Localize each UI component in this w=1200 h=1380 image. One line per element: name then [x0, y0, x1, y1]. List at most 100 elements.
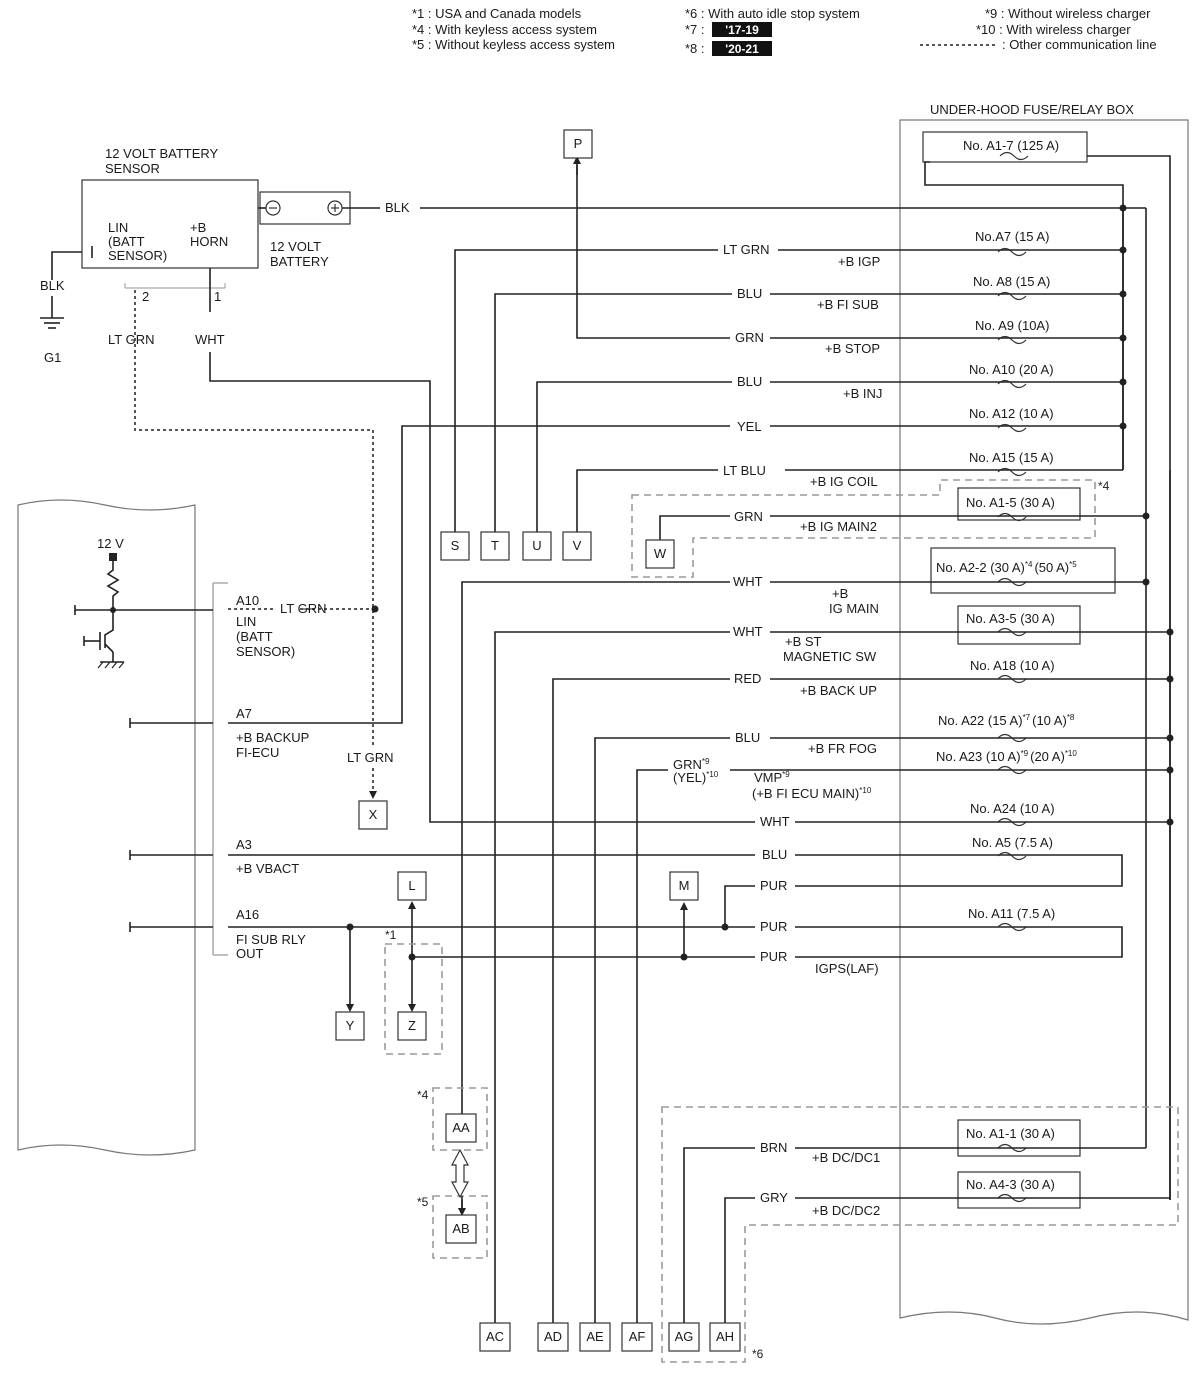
fuse-a2-2-box: [930, 547, 1116, 594]
fuse-a7: No.A7 (15 A): [975, 229, 1049, 244]
fuse-a24: No. A24 (10 A): [970, 801, 1055, 816]
wire-yel: YEL: [737, 419, 762, 434]
fuse-relay-box: UNDER-HOOD FUSE/RELAY BOX: [899, 102, 1189, 1325]
ltgrn-x-label: LT GRN: [347, 750, 393, 765]
fuse-a11: No. A11 (7.5 A): [968, 906, 1055, 921]
wire-blu-fisub: BLU: [737, 286, 762, 301]
fuse-box-outline: [899, 119, 1189, 1325]
circuit-dcdc2: +B DC/DC2: [812, 1203, 880, 1218]
swap-arrow-icon: [451, 1148, 469, 1199]
legend-note-7: *7 :: [685, 22, 705, 37]
option-box-idle-stop: [661, 1106, 1179, 1363]
wire-pur-2: PUR: [760, 919, 787, 934]
fuse-a8: No. A8 (15 A): [973, 274, 1050, 289]
transistor: [104, 610, 114, 653]
ecu-outline: [17, 499, 196, 1156]
wire-blu-inj: BLU: [737, 374, 762, 389]
wire-pur-3: PUR: [760, 949, 787, 964]
fuse-a23: No. A23 (10 A)*9(20 A)*10: [936, 749, 1077, 764]
pin-a16-out: OUT: [236, 946, 264, 961]
connector-v-label: V: [573, 538, 582, 553]
connector-p-label: P: [574, 136, 583, 151]
connector-l[interactable]: [397, 871, 427, 901]
connector-s[interactable]: [440, 531, 470, 561]
fuse-a15: No. A15 (15 A): [969, 450, 1054, 465]
connector-ad[interactable]: [537, 1322, 569, 1352]
ground-g1-label: G1: [44, 350, 61, 365]
note-usa: *1: [385, 928, 397, 942]
wire-blu-vbact: BLU: [762, 847, 787, 862]
connector-v[interactable]: [562, 531, 592, 561]
connector-u-label: U: [532, 538, 541, 553]
connector-ab[interactable]: [445, 1214, 477, 1244]
connector-z[interactable]: [397, 1011, 427, 1041]
wire-yel-alt: (YEL)*10: [673, 770, 719, 785]
wire-grn-yel: GRN*9: [673, 757, 710, 772]
sensor-pin-1: 1: [214, 289, 221, 304]
fuse-list: No. A1-7 (125 A) No.A7 (15 A) No. A8 (15…: [922, 131, 1171, 1209]
pin-a10-lin: LIN: [236, 614, 256, 629]
fuse-box-title: UNDER-HOOD FUSE/RELAY BOX: [930, 102, 1134, 117]
connector-p[interactable]: [563, 129, 593, 159]
connector-s-label: S: [451, 538, 460, 553]
connector-aa[interactable]: [445, 1113, 477, 1143]
sensor-bh-2: HORN: [190, 234, 228, 249]
battery-sensor-box: [81, 179, 259, 269]
pin-a16-fisub: FI SUB RLY: [236, 932, 306, 947]
fuse-a2-2: No. A2-2 (30 A)*4(50 A)*5: [936, 560, 1077, 575]
fuse-a12: No. A12 (10 A): [969, 406, 1054, 421]
battery-sensor-title-2: SENSOR: [105, 161, 160, 176]
legend-note-5: *5 : Without keyless access system: [412, 37, 615, 52]
circuit-igps: IGPS(LAF): [815, 961, 879, 976]
wire-pur-1: PUR: [760, 878, 787, 893]
sensor-lin-2: (BATT: [108, 234, 145, 249]
fi-ecu-body: 12 V A10 LIN (BATT SENSOR) A7 +B BACKUP …: [17, 499, 309, 1156]
connector-x[interactable]: [358, 800, 388, 830]
connector-ag[interactable]: [668, 1322, 700, 1352]
circuit-fisub: +B FI SUB: [817, 297, 879, 312]
legend-note-10: *10 : With wireless charger: [976, 22, 1131, 37]
connector-ah[interactable]: [709, 1322, 741, 1352]
circuit-igcoil: +B IG COIL: [810, 474, 878, 489]
connector-y-label: Y: [346, 1018, 355, 1033]
fuse-a4-3: No. A4-3 (30 A): [966, 1177, 1055, 1192]
model-year-badge-8: [712, 41, 772, 56]
fuse-a1-7-box: [922, 131, 1088, 163]
lin-wire-label: LT GRN: [280, 601, 326, 616]
option-box-keyless: [631, 479, 1096, 578]
connector-z-label: Z: [408, 1018, 416, 1033]
circuit-stop: +B STOP: [825, 341, 880, 356]
fuse-a5: No. A5 (7.5 A): [972, 835, 1053, 850]
connector-t-label: T: [491, 538, 499, 553]
connector-aa-label: AA: [452, 1120, 470, 1135]
fuse-a3-5: No. A3-5 (30 A): [966, 611, 1055, 626]
fuse-icon: [999, 151, 1029, 161]
wire-blu-frfog: BLU: [735, 730, 760, 745]
wire-red-backup: RED: [734, 671, 761, 686]
bus-bars: [1119, 204, 1171, 1200]
fuse-a3-5-box: [957, 605, 1081, 645]
connector-af[interactable]: [621, 1322, 653, 1352]
option-box-usa: [384, 943, 443, 1055]
wire-wht-igmain: WHT: [733, 574, 763, 589]
ecu-12v-label: 12 V: [97, 536, 124, 551]
connector-y[interactable]: [335, 1011, 365, 1041]
circuit-igp: +B IGP: [838, 254, 880, 269]
connector-u[interactable]: [522, 531, 552, 561]
pin-a16: A16: [236, 907, 259, 922]
model-year-badge-7-text: '17-19: [725, 23, 759, 37]
connector-w[interactable]: [645, 539, 675, 569]
ecu-12v-terminal: [109, 553, 117, 561]
circuit-st-2: MAGNETIC SW: [783, 649, 877, 664]
connector-ae[interactable]: [579, 1322, 611, 1352]
circuit-st-1: +B ST: [785, 634, 822, 649]
connector-t[interactable]: [480, 531, 510, 561]
connector-m[interactable]: [669, 871, 699, 901]
sensor-lin-1: LIN: [108, 220, 128, 235]
connector-w-label: W: [654, 546, 667, 561]
connector-ac[interactable]: [479, 1322, 511, 1352]
fuse-a1-1: No. A1-1 (30 A): [966, 1126, 1055, 1141]
battery-blk-label: BLK: [385, 200, 410, 215]
legend-comm-line: : Other communication line: [1002, 37, 1157, 52]
pin-a3: A3: [236, 837, 252, 852]
